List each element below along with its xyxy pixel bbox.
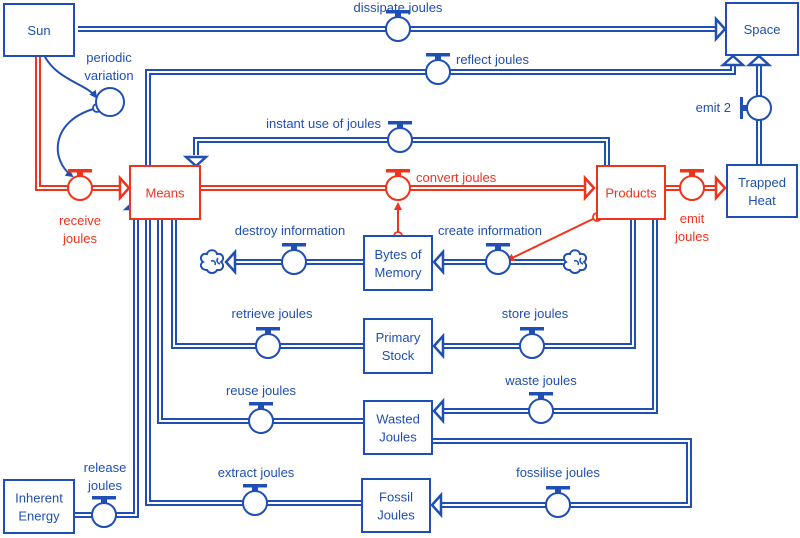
flow-label-fossilise-joules: fossilise joules	[516, 465, 600, 480]
flow-label-extract-joules: extract joules	[218, 465, 295, 480]
flow-arrowhead-icon	[432, 332, 445, 360]
flow-arrowhead-icon	[430, 491, 443, 519]
auxiliary-label-periodic-variation: periodic	[86, 50, 132, 65]
stock-label: Energy	[18, 509, 60, 524]
flow-arrowhead-icon	[745, 54, 773, 67]
flow-label-convert-joules: convert joules	[416, 170, 497, 185]
stock-label: Primary	[376, 330, 421, 345]
flow-label-retrieve-joules: retrieve joules	[232, 306, 313, 321]
valve-convert-joules[interactable]	[385, 169, 411, 201]
valve-release-joules[interactable]	[91, 496, 117, 528]
flow-arrowhead-icon	[714, 15, 727, 43]
flow-label-dissipate-joules: dissipate joules	[354, 0, 443, 15]
stock-space[interactable]: Space	[725, 2, 799, 56]
pipe-release-joules	[66, 208, 139, 518]
auxiliary-periodic-variation[interactable]	[95, 87, 125, 117]
stock-means[interactable]: Means	[129, 165, 201, 220]
flow-label-emit-2: emit 2	[696, 100, 731, 115]
stock-label: Joules	[379, 430, 417, 445]
flow-label-release-joules: release	[84, 460, 127, 475]
valve-reflect-joules[interactable]	[425, 53, 451, 85]
pipe-store-joules	[442, 210, 636, 349]
stock-label: Joules	[377, 508, 415, 523]
valve-dissipate-joules[interactable]	[385, 10, 411, 42]
flow-arrowhead-icon	[432, 397, 445, 425]
pipe-waste-joules	[442, 210, 658, 414]
flow-label-instant-use-of-joules: instant use of joules	[266, 116, 381, 131]
flow-label-waste-joules: waste joules	[504, 373, 577, 388]
stock-label: Space	[744, 22, 781, 37]
flow-label-reuse-joules: reuse joules	[226, 383, 297, 398]
flow-arrowhead-icon	[719, 54, 747, 67]
flow-label-reflect-joules: reflect joules	[456, 52, 529, 67]
flow-arrowhead-icon	[714, 174, 727, 202]
stock-label: Products	[605, 186, 657, 201]
stock-label: Sun	[27, 23, 50, 38]
flow-label-receive-joules: receive	[59, 213, 101, 228]
cloud-sink-icon	[199, 249, 225, 274]
valve-store-joules[interactable]	[519, 327, 545, 359]
valve-fossilise-joules[interactable]	[545, 486, 571, 518]
stock-label: Heat	[748, 193, 776, 208]
flow-label-destroy-information: destroy information	[235, 223, 346, 238]
flow-arrowhead-icon	[118, 174, 131, 202]
flow-label-release-joules: joules	[87, 478, 122, 493]
flow-arrowhead-icon	[432, 248, 445, 276]
stock-label: Trapped	[738, 175, 786, 190]
valve-waste-joules[interactable]	[528, 392, 554, 424]
valve-destroy-information[interactable]	[281, 243, 307, 275]
valve-emit-2[interactable]	[740, 95, 772, 121]
flow-label-emit-joules: joules	[674, 229, 709, 244]
stock-products[interactable]: Products	[596, 165, 666, 220]
stock-bytes-of-memory[interactable]: Bytes of Memory	[363, 235, 433, 291]
link-periodic-variation-to-receive-joules	[56, 103, 102, 178]
valve-emit-joules[interactable]	[679, 169, 705, 201]
valve-instant-use-of-joules[interactable]	[387, 121, 413, 153]
flow-arrowhead-icon	[224, 248, 237, 276]
valve-create-information[interactable]	[485, 243, 511, 275]
stock-label: Wasted	[376, 412, 420, 427]
flow-label-store-joules: store joules	[502, 306, 569, 321]
link-bytes-to-convert-joules	[393, 202, 403, 241]
flow-label-receive-joules: joules	[62, 231, 97, 246]
flow-label-create-information: create information	[438, 223, 542, 238]
stock-sun[interactable]: Sun	[3, 3, 75, 57]
valve-retrieve-joules[interactable]	[255, 327, 281, 359]
stock-label: Bytes of	[375, 247, 422, 262]
stock-label: Inherent	[15, 491, 63, 506]
flow-arrowhead-icon	[583, 174, 596, 202]
pipe-extract-joules	[145, 208, 364, 506]
stock-label: Memory	[375, 265, 422, 280]
pipe-retrieve-joules	[171, 208, 364, 349]
auxiliary-label-periodic-variation: variation	[84, 68, 133, 83]
stock-label: Stock	[382, 348, 415, 363]
valve-reuse-joules[interactable]	[248, 402, 274, 434]
flow-label-emit-joules: emit	[680, 211, 705, 226]
valve-receive-joules[interactable]	[67, 169, 93, 201]
flow-arrowhead-icon	[182, 155, 210, 168]
pipe-reuse-joules	[157, 208, 364, 424]
valve-extract-joules[interactable]	[242, 484, 268, 516]
stock-label: Fossil	[379, 490, 413, 505]
stock-label: Means	[145, 186, 185, 201]
cloud-source-icon	[562, 249, 588, 274]
